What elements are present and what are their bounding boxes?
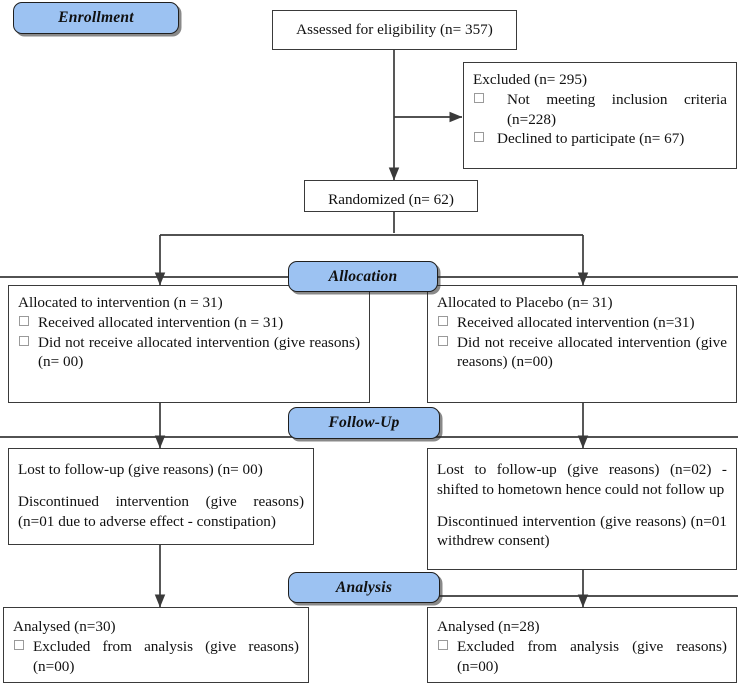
alloc-placebo-item-text: Did not receive allocated intervention (…	[457, 333, 727, 371]
alloc-placebo-heading: Allocated to Placebo (n= 31)	[437, 294, 613, 311]
alloc-intervention-item-text: Did not receive allocated intervention (…	[38, 333, 360, 371]
randomized-text: Randomized (n= 62)	[328, 191, 454, 208]
followup-intervention-discontinued: Discontinued intervention (give reasons)…	[18, 492, 304, 530]
box-assessed-for-eligibility: Assessed for eligibility (n= 357)	[272, 10, 517, 50]
analysis-intervention-item-text: Excluded from analysis (give reasons) (n…	[33, 637, 299, 675]
box-analysed-intervention: Analysed (n=30) Excluded from analysis (…	[3, 607, 309, 683]
followup-placebo-lost: Lost to follow-up (give reasons) (n=02) …	[437, 461, 727, 498]
excluded-item: Not meeting inclusion criteria (n=228)	[473, 90, 727, 130]
analysis-placebo-item-text: Excluded from analysis (give reasons) (n…	[457, 637, 727, 675]
checkbox-icon	[14, 639, 24, 650]
assessed-text: Assessed for eligibility (n= 357)	[296, 21, 493, 38]
alloc-intervention-item: Did not receive allocated intervention (…	[18, 333, 360, 373]
excluded-item-text: Not meeting inclusion criteria (n=228)	[507, 90, 727, 128]
checkbox-icon	[438, 639, 448, 650]
analysis-intervention-item: Excluded from analysis (give reasons) (n…	[13, 637, 299, 677]
followup-placebo-discontinued: Discontinued intervention (give reasons)…	[437, 512, 727, 550]
box-followup-placebo: Lost to follow-up (give reasons) (n=02) …	[427, 448, 737, 570]
stage-label-allocation: Allocation	[288, 261, 438, 292]
stage-label-followup: Follow-Up	[288, 407, 440, 439]
checkbox-icon	[474, 132, 484, 143]
checkbox-icon	[19, 335, 29, 346]
checkbox-icon	[19, 315, 29, 326]
box-followup-intervention: Lost to follow-up (give reasons) (n= 00)…	[8, 448, 314, 545]
box-excluded: Excluded (n= 295) Not meeting inclusion …	[463, 62, 737, 169]
box-allocated-intervention: Allocated to intervention (n = 31) Recei…	[8, 285, 370, 403]
excluded-item: Declined to participate (n= 67)	[473, 129, 727, 149]
analysis-placebo-item: Excluded from analysis (give reasons) (n…	[437, 637, 727, 677]
analysis-intervention-heading: Analysed (n=30)	[13, 618, 116, 635]
checkbox-icon	[438, 335, 448, 346]
box-analysed-placebo: Analysed (n=28) Excluded from analysis (…	[427, 607, 737, 683]
stage-label-enrollment: Enrollment	[13, 2, 179, 34]
box-randomized: Randomized (n= 62)	[304, 180, 478, 212]
alloc-placebo-item-text: Received allocated intervention (n=31)	[457, 313, 695, 331]
alloc-intervention-item: Received allocated intervention (n = 31)	[18, 313, 360, 333]
stage-label-analysis: Analysis	[288, 572, 440, 603]
box-allocated-placebo: Allocated to Placebo (n= 31) Received al…	[427, 285, 737, 403]
followup-intervention-lost: Lost to follow-up (give reasons) (n= 00)	[18, 461, 263, 478]
excluded-heading: Excluded (n= 295)	[473, 71, 588, 88]
analysis-placebo-heading: Analysed (n=28)	[437, 618, 540, 635]
checkbox-icon	[438, 315, 448, 326]
checkbox-icon	[474, 92, 484, 103]
excluded-item-text: Declined to participate (n= 67)	[497, 130, 685, 148]
alloc-placebo-item: Did not receive allocated intervention (…	[437, 333, 727, 373]
alloc-intervention-heading: Allocated to intervention (n = 31)	[18, 294, 223, 311]
alloc-intervention-item-text: Received allocated intervention (n = 31)	[38, 313, 284, 331]
alloc-placebo-item: Received allocated intervention (n=31)	[437, 313, 727, 333]
